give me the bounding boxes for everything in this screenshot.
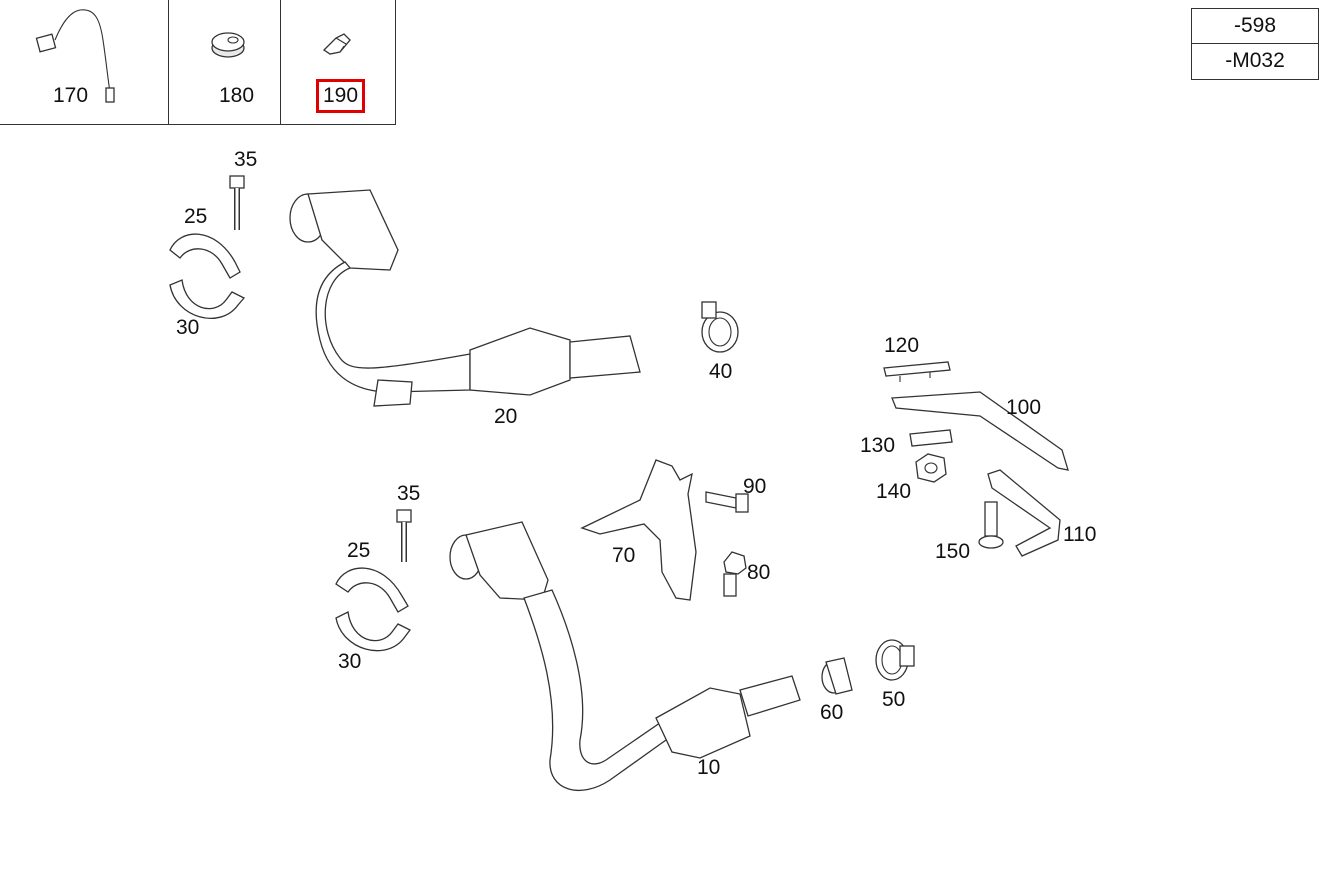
callout-60[interactable]: 60 — [820, 701, 844, 724]
part-cell-190[interactable]: 190 — [280, 0, 395, 124]
callout-70[interactable]: 70 — [612, 544, 636, 567]
bolt-80[interactable] — [723, 551, 747, 597]
callout-150[interactable]: 150 — [935, 540, 971, 563]
header-parts-table: 170 180 190 — [0, 0, 396, 125]
part-cell-180[interactable]: 180 — [168, 0, 281, 124]
part-cell-170[interactable]: 170 — [0, 0, 169, 124]
plate-130[interactable] — [909, 429, 953, 447]
sleeve-60[interactable] — [821, 657, 853, 695]
oxygen-sensor-icon — [35, 9, 115, 103]
callout-10[interactable]: 10 — [697, 756, 721, 779]
grommet-icon — [211, 32, 245, 58]
reference-box: -598 -M032 — [1191, 8, 1319, 80]
clamp-half-30-upper[interactable] — [169, 279, 246, 320]
bracket-110[interactable] — [987, 469, 1061, 557]
callout-130[interactable]: 130 — [860, 434, 896, 457]
callout-20[interactable]: 20 — [494, 405, 518, 428]
callout-25-upper[interactable]: 25 — [184, 205, 208, 228]
callout-50[interactable]: 50 — [882, 688, 906, 711]
catalytic-converter-10[interactable] — [449, 521, 801, 791]
bracket-100[interactable] — [891, 391, 1069, 471]
bolt-35-upper[interactable] — [229, 175, 245, 230]
part-label-170: 170 — [53, 84, 89, 107]
callout-40[interactable]: 40 — [709, 360, 733, 383]
part-label-180: 180 — [219, 84, 255, 107]
bolt-150[interactable] — [978, 501, 1004, 549]
clamp-half-30-lower[interactable] — [335, 611, 411, 652]
catalytic-converter-20[interactable] — [289, 189, 641, 407]
clamp-half-25-lower[interactable] — [335, 567, 409, 613]
clamp-half-25-upper[interactable] — [169, 233, 241, 279]
bolt-35-lower[interactable] — [396, 509, 412, 562]
callout-100[interactable]: 100 — [1006, 396, 1042, 419]
callout-35-upper[interactable]: 35 — [234, 148, 258, 171]
callout-90[interactable]: 90 — [743, 475, 767, 498]
callout-30-upper[interactable]: 30 — [176, 316, 200, 339]
callout-30-lower[interactable]: 30 — [338, 650, 362, 673]
clip-icon — [322, 33, 351, 55]
bracket-70[interactable] — [580, 459, 697, 601]
part-label-190: 190 — [315, 79, 366, 113]
clamp-50[interactable] — [875, 639, 915, 681]
callout-35-lower[interactable]: 35 — [397, 482, 421, 505]
clamp-40[interactable] — [701, 301, 739, 353]
callout-120[interactable]: 120 — [884, 334, 920, 357]
reference-line-2: -M032 — [1192, 43, 1318, 78]
callout-110[interactable]: 110 — [1063, 523, 1097, 546]
callout-25-lower[interactable]: 25 — [347, 539, 371, 562]
bolt-90[interactable] — [705, 491, 749, 513]
callout-80[interactable]: 80 — [747, 561, 771, 584]
nut-140[interactable] — [915, 453, 947, 483]
callout-140[interactable]: 140 — [876, 480, 912, 503]
bracket-120[interactable] — [883, 361, 951, 382]
reference-line-1: -598 — [1233, 14, 1277, 37]
